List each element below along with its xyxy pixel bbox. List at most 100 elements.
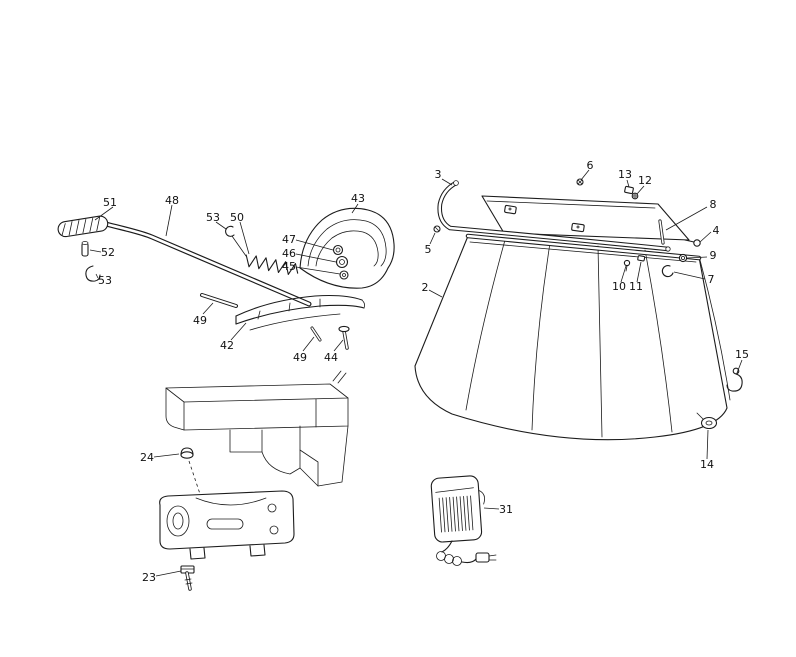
part-46-washer — [335, 255, 349, 269]
part-49-pin-bottom — [310, 326, 322, 342]
leader-line — [230, 322, 247, 341]
leader-line — [239, 221, 250, 255]
callout-labels: 51 48 52 53 53 50 43 47 46 45 49 42 49 4… — [98, 159, 749, 584]
callout-53-clip: 53 — [206, 211, 220, 224]
leader-lines — [89, 169, 743, 577]
leader-line — [636, 261, 642, 283]
leader-line — [94, 206, 114, 221]
part-53-clip — [225, 225, 247, 257]
leader-line — [686, 256, 708, 259]
callout-51: 51 — [103, 196, 117, 209]
callout-9: 9 — [710, 249, 717, 262]
leader-line — [580, 169, 590, 181]
callout-42: 42 — [220, 339, 234, 352]
part-52-pin — [81, 241, 89, 257]
callout-5: 5 — [425, 243, 432, 256]
callout-31: 31 — [499, 503, 513, 516]
grass-catcher-assembly — [414, 178, 743, 441]
part-12-washer — [631, 192, 639, 200]
part-2-bag-body — [414, 235, 731, 441]
callout-45: 45 — [282, 260, 296, 273]
part-48-rod — [103, 221, 312, 307]
leader-line — [215, 221, 227, 230]
part-13-nut — [624, 185, 634, 195]
callout-49-left: 49 — [193, 314, 207, 327]
part-3-handle-tube — [437, 180, 671, 252]
leader-line — [706, 429, 709, 460]
part-43-curved-bracket — [299, 207, 395, 289]
part-50-spring — [245, 254, 299, 275]
callout-52: 52 — [101, 246, 115, 259]
leader-line — [95, 273, 99, 279]
support-bracket — [159, 490, 295, 560]
leader-line — [626, 179, 630, 188]
leader-line — [333, 339, 344, 352]
part-8-pin — [658, 219, 665, 245]
leader-line — [428, 289, 443, 298]
leader-line — [636, 185, 645, 195]
callout-23: 23 — [142, 571, 156, 584]
part-9-washer — [678, 253, 688, 263]
part-15-hook — [726, 367, 743, 392]
part-6-screw — [576, 178, 584, 186]
callout-47: 47 — [282, 233, 296, 246]
part-23-bolt — [180, 565, 195, 591]
leader-line — [699, 231, 712, 243]
leader-line — [202, 302, 214, 315]
part-4-screw — [684, 239, 701, 247]
charger-cable-and-plug — [436, 540, 497, 566]
callout-7: 7 — [708, 273, 715, 286]
leader-line — [351, 203, 359, 214]
leader-line — [429, 232, 436, 245]
part-5-screw — [433, 225, 441, 233]
callout-49-bottom: 49 — [293, 351, 307, 364]
leader-line — [89, 249, 102, 253]
leader-line — [673, 271, 706, 280]
callout-4: 4 — [713, 224, 720, 237]
callout-2: 2 — [422, 281, 429, 294]
part-47-washer — [332, 244, 344, 256]
part-24-cap-nut — [180, 447, 201, 495]
callout-3: 3 — [435, 168, 442, 181]
callout-11: 11 — [629, 280, 643, 293]
callout-43: 43 — [351, 192, 365, 205]
leader-line — [441, 178, 453, 186]
leader-line — [295, 266, 341, 275]
part-14-roller — [696, 412, 718, 430]
callout-44: 44 — [324, 351, 338, 364]
part-45-nut — [339, 270, 349, 280]
callout-6: 6 — [587, 159, 594, 172]
callout-48: 48 — [165, 194, 179, 207]
battery-charger — [430, 475, 497, 566]
leader-line — [153, 453, 180, 458]
part-7-clip — [661, 265, 674, 278]
callout-12: 12 — [638, 174, 652, 187]
leader-line — [302, 336, 315, 352]
leader-line — [665, 206, 708, 231]
chassis-frame — [165, 370, 349, 487]
callout-24: 24 — [140, 451, 154, 464]
callout-46: 46 — [282, 247, 296, 260]
part-31-charger-body — [430, 475, 485, 543]
callout-10: 10 — [612, 280, 626, 293]
leader-line — [736, 359, 743, 374]
callout-53-hook: 53 — [98, 274, 112, 287]
leader-line — [295, 253, 337, 263]
callout-14: 14 — [700, 458, 714, 471]
part-49-rod-left — [200, 293, 238, 308]
handle-lever-assembly — [57, 207, 395, 350]
chassis-bracket-assembly — [159, 370, 349, 591]
callout-50: 50 — [230, 211, 244, 224]
leader-line — [295, 239, 334, 251]
leader-line — [620, 265, 627, 283]
part-51-handle-grip — [57, 215, 109, 238]
part-11-nut — [637, 255, 646, 262]
bag-rim-tube — [465, 233, 702, 261]
part-53-hook — [85, 265, 101, 282]
leader-line — [165, 204, 173, 237]
part-42-plate — [235, 294, 366, 331]
part-44-bolt — [338, 325, 350, 350]
leader-line — [155, 570, 182, 577]
